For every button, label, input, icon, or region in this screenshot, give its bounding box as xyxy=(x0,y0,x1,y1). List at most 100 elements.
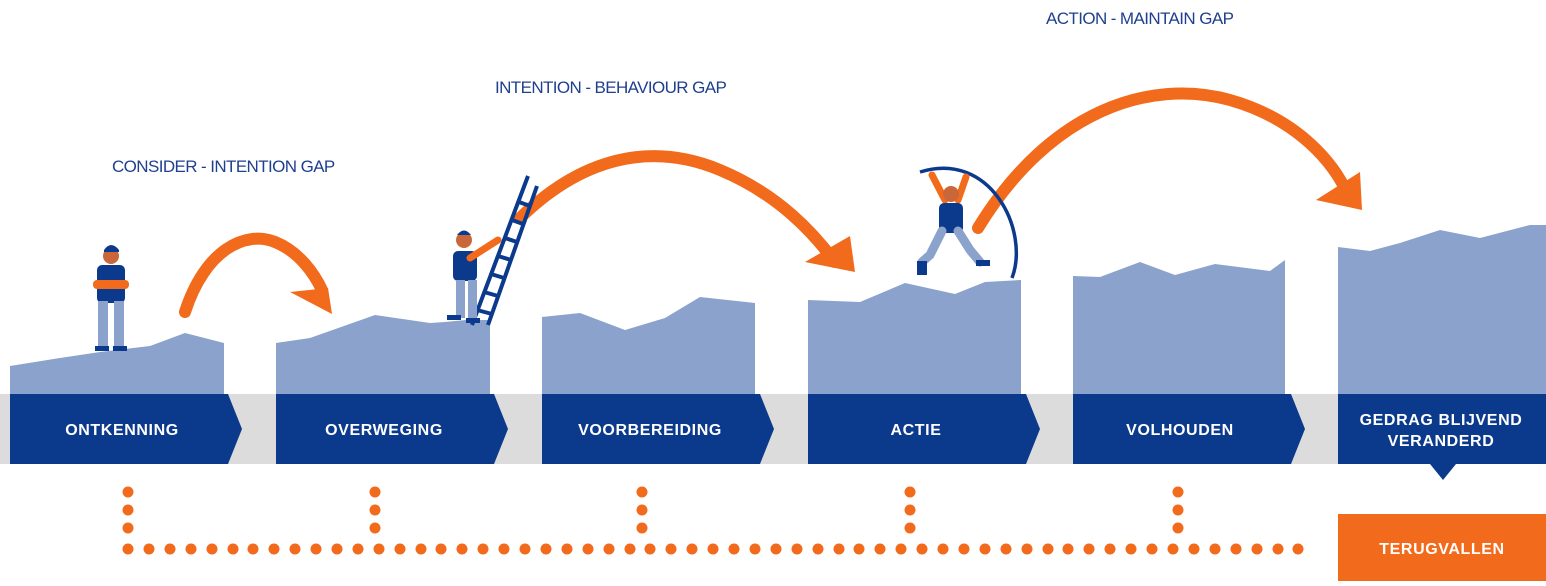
relapse-dot xyxy=(874,543,886,555)
relapse-dot xyxy=(636,486,648,498)
relapse-dot xyxy=(1146,543,1158,555)
relapse-dot xyxy=(561,543,573,555)
relapse-dot xyxy=(164,543,176,555)
relapse-dot xyxy=(904,522,916,534)
stage-box-ontkenning xyxy=(10,394,242,464)
relapse-dot xyxy=(895,543,907,555)
relapse-dot xyxy=(435,543,447,555)
relapse-dot xyxy=(636,504,648,516)
relapse-dot xyxy=(519,543,531,555)
relapse-dot xyxy=(624,543,636,555)
relapse-dot xyxy=(1272,543,1284,555)
relapse-dot xyxy=(979,543,991,555)
stage-label-overweging: OVERWEGING xyxy=(325,422,443,439)
gap-arrowheads xyxy=(290,172,1362,314)
relapse-dot xyxy=(1042,543,1054,555)
relapse-dot xyxy=(122,522,134,534)
relapse-dot xyxy=(369,486,381,498)
relapse-dot xyxy=(373,543,385,555)
relapse-dot xyxy=(369,504,381,516)
stage-box-overweging xyxy=(276,394,508,464)
relapse-dot xyxy=(937,543,949,555)
relapse-dot xyxy=(1172,504,1184,516)
relapse-dot xyxy=(477,543,489,555)
relapse-dot xyxy=(310,543,322,555)
person-pole-vault-icon xyxy=(917,166,1018,279)
terrain xyxy=(10,225,1546,394)
relapse-dot xyxy=(289,543,301,555)
relapse-dot xyxy=(415,543,427,555)
gap-label-consider-intention: CONSIDER - INTENTION GAP xyxy=(112,157,335,176)
relapse-dot xyxy=(904,504,916,516)
relapse-dot xyxy=(206,543,218,555)
relapse-dot xyxy=(227,543,239,555)
relapse-dot xyxy=(1021,543,1033,555)
relapse-dot xyxy=(1104,543,1116,555)
terrain-actie xyxy=(808,280,1021,394)
relapse-dot xyxy=(812,543,824,555)
gap-labels: CONSIDER - INTENTION GAP INTENTION - BEH… xyxy=(112,9,1234,176)
stage-label-ontkenning: ONTKENNING xyxy=(65,422,179,439)
stage-boxes xyxy=(10,394,1546,480)
stage-box-actie xyxy=(808,394,1040,464)
relapse-dot xyxy=(1209,543,1221,555)
gap-label-action-maintain: ACTION - MAINTAIN GAP xyxy=(1046,9,1234,28)
relapse-dot xyxy=(686,543,698,555)
relapse-dot xyxy=(1292,543,1304,555)
person-on-ladder-icon xyxy=(447,175,539,326)
relapse-label: TERUGVALLEN xyxy=(1379,541,1504,558)
relapse-dot xyxy=(833,543,845,555)
relapse-dot xyxy=(122,504,134,516)
person-arms-crossed-icon xyxy=(93,245,129,351)
terrain-volhouden xyxy=(1073,260,1285,394)
stage-label-actie: ACTIE xyxy=(891,422,942,439)
relapse-dot xyxy=(122,543,134,555)
relapse-dot xyxy=(916,543,928,555)
stage-label-gedrag-line1: GEDRAG BLIJVEND xyxy=(1360,412,1523,429)
relapse-dot xyxy=(1000,543,1012,555)
relapse-dot xyxy=(1167,543,1179,555)
relapse-dot xyxy=(122,486,134,498)
terrain-overweging xyxy=(276,315,490,394)
relapse-dot xyxy=(1172,522,1184,534)
relapse-dot xyxy=(603,543,615,555)
relapse-dot xyxy=(770,543,782,555)
relapse-dot xyxy=(352,543,364,555)
arrowhead-icon xyxy=(290,288,332,314)
arrowhead-icon xyxy=(1316,172,1362,210)
stage-box-gedrag xyxy=(1338,394,1546,480)
relapse-dot xyxy=(958,543,970,555)
relapse-dot xyxy=(644,543,656,555)
relapse-dot xyxy=(749,543,761,555)
relapse-dot xyxy=(1230,543,1242,555)
relapse-dot xyxy=(540,543,552,555)
relapse-dot xyxy=(394,543,406,555)
curved-arrow-icon xyxy=(179,232,328,318)
relapse-dot xyxy=(728,543,740,555)
relapse-dot xyxy=(369,522,381,534)
gap-arrows xyxy=(179,87,1354,318)
relapse-dot xyxy=(1083,543,1095,555)
relapse-dot xyxy=(185,543,197,555)
stage-label-gedrag-line2: VERANDERD xyxy=(1388,433,1495,450)
terrain-voorbereiding xyxy=(542,297,755,394)
relapse-dot xyxy=(791,543,803,555)
relapse-dot xyxy=(853,543,865,555)
gap-label-intention-behaviour: INTENTION - BEHAVIOUR GAP xyxy=(495,78,726,97)
relapse-dot xyxy=(665,543,677,555)
stage-labels: ONTKENNING OVERWEGING VOORBEREIDING ACTI… xyxy=(65,412,1522,450)
relapse-dot xyxy=(1188,543,1200,555)
relapse-dot xyxy=(707,543,719,555)
stage-box-voorbereiding xyxy=(542,394,774,464)
curved-arrow-icon xyxy=(972,87,1354,234)
stage-label-voorbereiding: VOORBEREIDING xyxy=(578,422,722,439)
arrowhead-icon xyxy=(805,236,855,272)
curved-arrow-icon xyxy=(514,150,841,268)
terrain-ontkenning xyxy=(10,333,224,394)
stage-label-volhouden: VOLHOUDEN xyxy=(1126,422,1234,439)
stage-box-volhouden xyxy=(1073,394,1305,464)
relapse-dot xyxy=(268,543,280,555)
relapse-box xyxy=(1338,514,1546,581)
relapse-dot xyxy=(456,543,468,555)
